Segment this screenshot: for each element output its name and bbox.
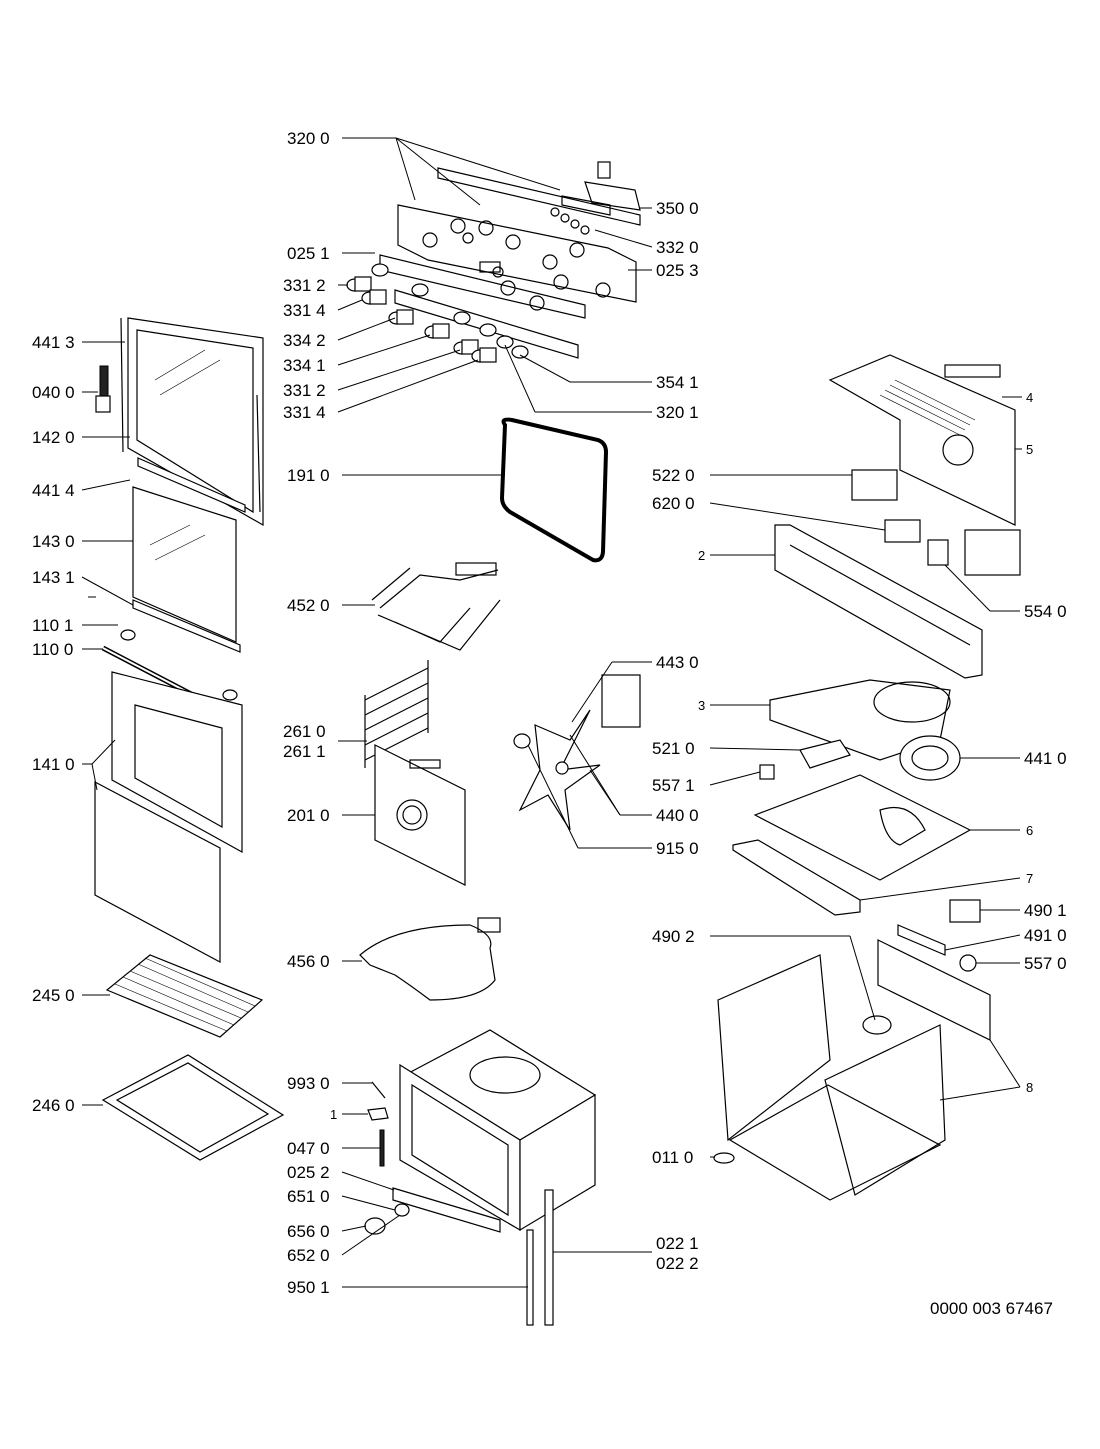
document-number: 0000 003 67467 — [930, 1299, 1053, 1318]
label-440-0: 440 0 — [656, 806, 699, 825]
label-557-1: 557 1 — [652, 776, 695, 795]
label-261-1: 261 1 — [283, 742, 326, 761]
label-915-0: 915 0 — [656, 839, 699, 858]
label-110-0: 110 0 — [32, 640, 73, 659]
label-4: 4 — [1026, 390, 1033, 405]
label-143-1: 143 1 — [32, 568, 75, 587]
label-2: 2 — [698, 548, 705, 563]
control-panel-part — [379, 167, 641, 359]
label-331-2-b: 331 2 — [283, 381, 326, 400]
label-320-1: 320 1 — [656, 403, 699, 422]
shelf-support-part — [364, 660, 429, 768]
connector-block-part — [877, 899, 991, 1041]
thermostat-part — [759, 739, 851, 780]
label-557-0: 557 0 — [1024, 954, 1067, 973]
label-1: 1 — [330, 1107, 337, 1122]
top-frame-part — [828, 354, 1016, 526]
label-040-0: 040 0 — [32, 383, 75, 402]
side-rails-part — [526, 1189, 554, 1326]
front-frame-part — [774, 524, 983, 679]
label-8: 8 — [1026, 1080, 1033, 1095]
inner-glass-part — [132, 486, 237, 643]
label-261-0: 261 0 — [283, 722, 326, 741]
outer-casing-part — [713, 954, 946, 1201]
label-025-2: 025 2 — [287, 1163, 330, 1182]
switch-block-part — [851, 469, 1021, 576]
label-011-0: 011 0 — [652, 1148, 693, 1167]
label-201-0: 201 0 — [287, 806, 330, 825]
label-332-0: 332 0 — [656, 238, 699, 257]
label-334-1: 334 1 — [283, 356, 326, 375]
label-521-0: 521 0 — [652, 739, 695, 758]
label-443-0: 443 0 — [656, 653, 699, 672]
baking-tray-part — [101, 1054, 285, 1161]
oven-seal-part — [499, 417, 609, 563]
control-knobs-part — [346, 263, 529, 363]
cooling-fan-part — [899, 735, 961, 781]
label-651-0: 651 0 — [287, 1187, 330, 1206]
label-245-0: 245 0 — [32, 986, 75, 1005]
leader-lines — [81, 137, 1022, 1288]
label-143-0: 143 0 — [32, 532, 75, 551]
label-331-4-b: 331 4 — [283, 403, 326, 422]
label-110-1: 110 1 — [32, 616, 73, 635]
label-3: 3 — [698, 698, 705, 713]
label-652-0: 652 0 — [287, 1246, 330, 1265]
label-025-3: 025 3 — [656, 261, 699, 280]
label-141-0: 141 0 — [32, 755, 75, 774]
door-glass-part — [120, 317, 264, 527]
label-490-1: 490 1 — [1024, 901, 1067, 920]
label-142-0: 142 0 — [32, 428, 75, 447]
deflector-part — [732, 839, 861, 916]
top-heating-element-part — [371, 562, 501, 651]
label-320-0: 320 0 — [287, 129, 330, 148]
label-491-0: 491 0 — [1024, 926, 1067, 945]
label-350-0: 350 0 — [656, 199, 699, 218]
label-022-2: 022 2 — [656, 1254, 699, 1273]
label-554-0: 554 0 — [1024, 602, 1067, 621]
label-191-0: 191 0 — [287, 466, 330, 485]
label-246-0: 246 0 — [32, 1096, 75, 1115]
label-025-1: 025 1 — [287, 244, 330, 263]
label-354-1: 354 1 — [656, 373, 699, 392]
label-7: 7 — [1026, 871, 1033, 886]
lamp-assembly-part — [364, 1081, 501, 1235]
label-620-0: 620 0 — [652, 494, 695, 513]
label-441-0: 441 0 — [1024, 749, 1067, 768]
oven-cavity-part — [399, 1029, 597, 1232]
lower-heating-element-part — [359, 917, 501, 1001]
label-441-4: 441 4 — [32, 481, 75, 500]
label-993-0: 993 0 — [287, 1074, 330, 1093]
label-522-0: 522 0 — [652, 466, 695, 485]
label-452-0: 452 0 — [287, 596, 330, 615]
label-047-0: 047 0 — [287, 1139, 330, 1158]
outer-door-part — [94, 671, 243, 964]
wire-rack-part — [105, 954, 264, 1038]
label-334-2: 334 2 — [283, 331, 326, 350]
rear-panel-part — [374, 744, 466, 886]
label-331-4-a: 331 4 — [283, 301, 326, 320]
label-456-0: 456 0 — [287, 952, 330, 971]
label-331-2-a: 331 2 — [283, 276, 326, 295]
callout-labels: 320 0 350 0 332 0 025 1 025 3 331 2 331 … — [32, 129, 1067, 1318]
label-950-1: 950 1 — [287, 1278, 330, 1297]
label-656-0: 656 0 — [287, 1222, 330, 1241]
hinge-part — [95, 365, 111, 413]
timer-module-part — [550, 161, 641, 235]
door-trim-part — [132, 457, 246, 653]
label-490-2: 490 2 — [652, 927, 695, 946]
label-6: 6 — [1026, 823, 1033, 838]
label-5: 5 — [1026, 442, 1033, 457]
label-441-3: 441 3 — [32, 333, 75, 352]
label-022-1: 022 1 — [656, 1234, 699, 1253]
fan-motor-part — [513, 674, 641, 831]
